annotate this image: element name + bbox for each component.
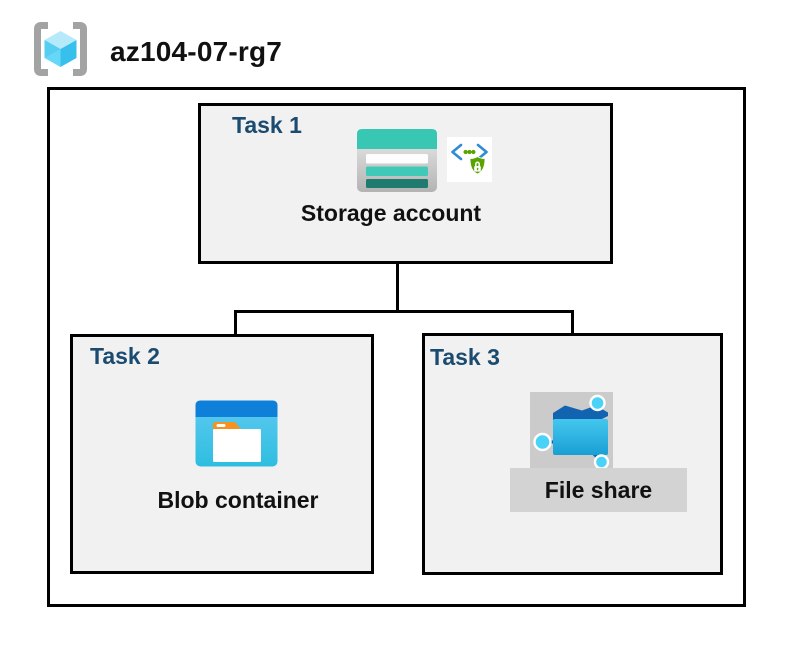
task2-box: Task 2 Blob container [70, 334, 374, 574]
file-share-icon-backdrop [530, 392, 613, 468]
file-share-icon [533, 394, 610, 468]
task1-item-label: Storage account [300, 200, 482, 226]
azure-resource-group-icon [34, 22, 87, 76]
secure-access-icon [447, 137, 492, 182]
task3-item-label: File share [544, 476, 653, 503]
task1-box: Task 1 Storage account [198, 103, 613, 264]
task3-label: Task 3 [430, 344, 500, 370]
task1-label: Task 1 [232, 112, 302, 138]
resource-group-name: az104-07-rg7 [110, 36, 283, 67]
task3-box: Task 3 File share [422, 333, 723, 575]
blob-container-icon [195, 400, 278, 467]
storage-account-icon [357, 129, 437, 192]
task2-item-label: Blob container [157, 487, 319, 513]
task2-label: Task 2 [90, 343, 160, 369]
file-share-label-band: File share [510, 468, 687, 512]
